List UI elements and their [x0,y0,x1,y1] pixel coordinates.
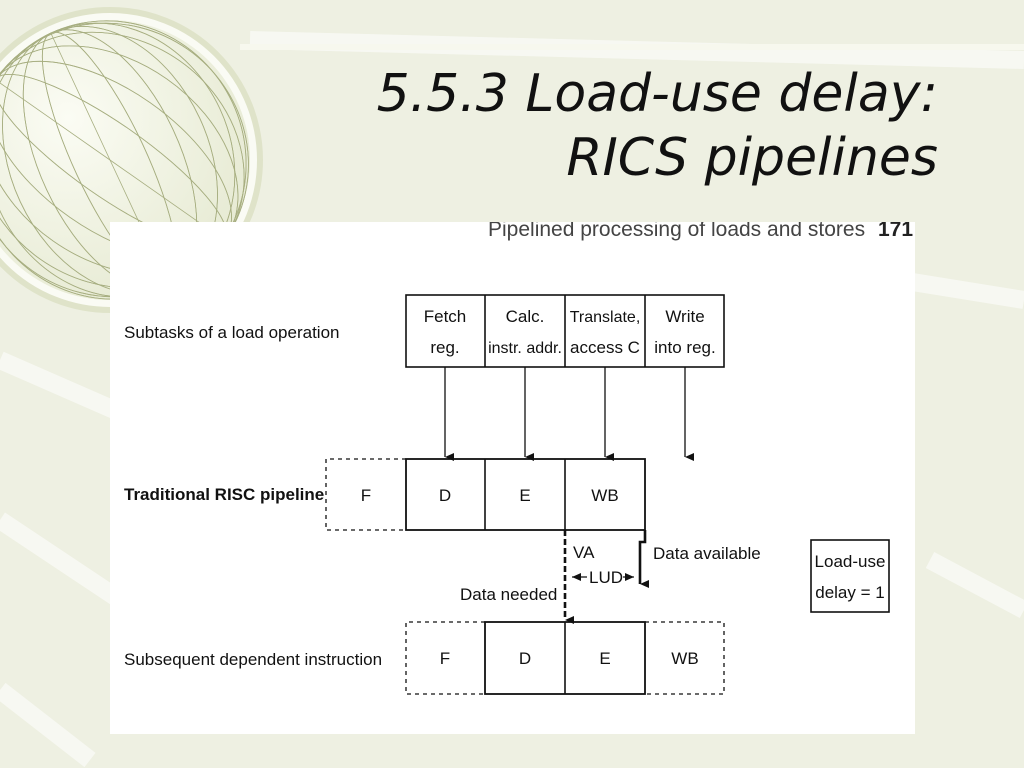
trad-stage-e: E [519,486,530,505]
dep-stage-d: D [519,649,531,668]
dep-stage-f: F [440,649,450,668]
subtask-4-line2: into reg. [654,338,715,357]
subtask-1-line2: reg. [430,338,459,357]
subtask-arrows [444,367,694,461]
subtask-3-line1: Translate, [570,309,641,326]
subtask-2-line1: Calc. [506,307,545,326]
lud-label-text: LUD [589,568,623,587]
dependent-pipeline [405,621,725,695]
subtask-3-line2: access C [570,338,640,357]
load-use-delay-box [810,539,890,613]
data-needed-label: Data needed [460,585,557,604]
slide-title: 5.5.3 Load-use delay: RICS pipelines [377,62,938,190]
subtask-2-line2: instr. addr. [488,340,562,357]
figure-caption: Pipelined processing of loads and stores [488,222,865,241]
traditional-pipeline [325,458,646,531]
load-use-line1: Load-use [815,552,886,571]
subtask-4-line1: Write [665,307,704,326]
lud-label-bg [587,568,623,586]
title-line-1: 5.5.3 Load-use delay: [376,64,938,124]
row-label-subtasks: Subtasks of a load operation [124,323,339,342]
dep-stage-e: E [599,649,610,668]
pipeline-figure: Pipelined processing of loads and stores… [110,222,915,734]
pipeline-diagram: Pipelined processing of loads and stores… [124,222,913,695]
data-available-label: Data available [653,544,761,563]
page-number: 171 [878,222,913,241]
title-line-2: RICS pipelines [566,128,938,188]
trad-stage-wb: WB [591,486,618,505]
header-band [240,44,1024,50]
subtasks-boxes [405,294,725,368]
trad-stage-f: F [361,486,371,505]
subtask-1-line1: Fetch [424,307,467,326]
load-use-line2: delay = 1 [815,583,884,602]
trad-stage-d: D [439,486,451,505]
row-label-dependent: Subsequent dependent instruction [124,650,382,669]
va-label: VA [573,543,595,562]
row-label-traditional: Traditional RISC pipeline [124,485,324,504]
dep-stage-wb: WB [671,649,698,668]
